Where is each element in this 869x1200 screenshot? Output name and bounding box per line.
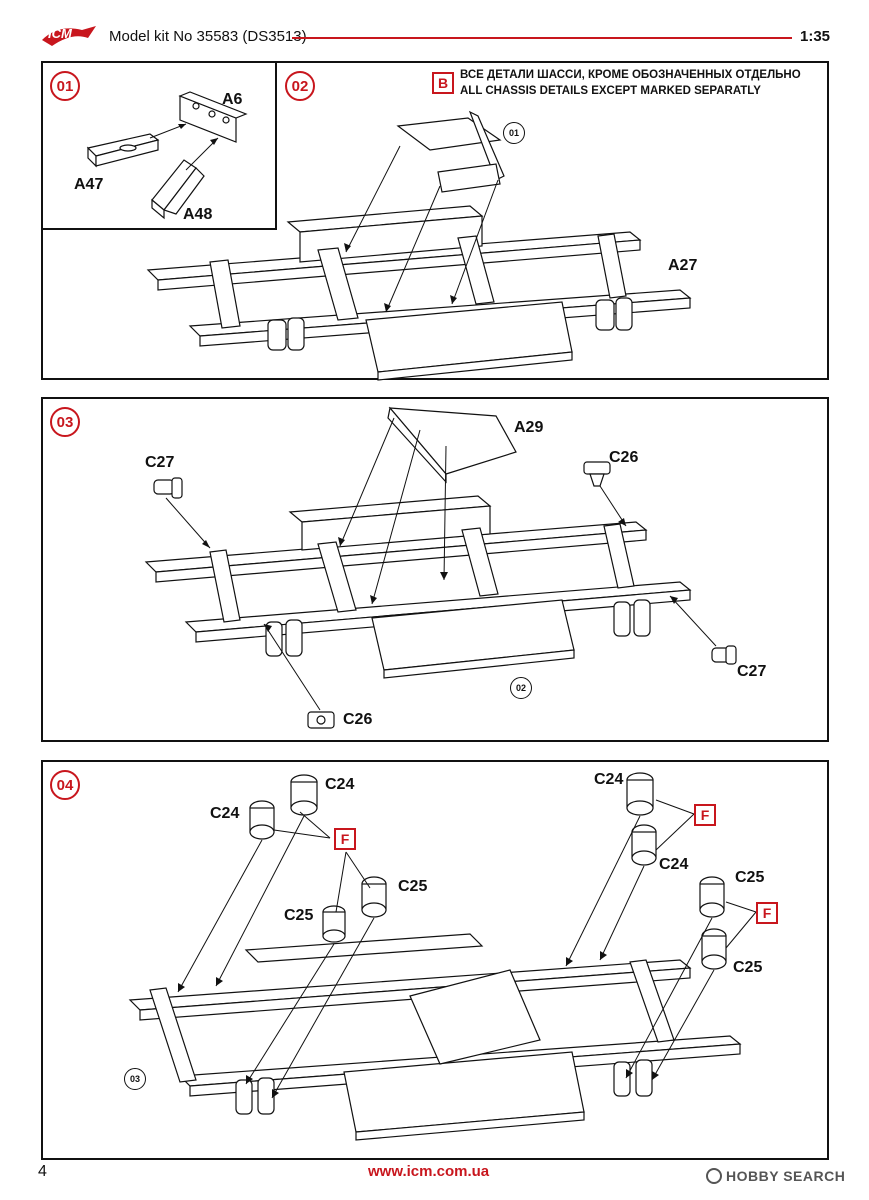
step-03-number: 03 <box>56 413 74 431</box>
part-label-c27-left: C27 <box>145 454 175 471</box>
callout-flag-f-bottom-right-letter: F <box>762 905 772 921</box>
watermark-text: HOBBY SEARCH <box>726 1168 846 1184</box>
step-ref-01-number: 01 <box>508 128 519 138</box>
step-ref-03-number: 03 <box>129 1074 140 1084</box>
callout-flag-f-top-right-letter: F <box>700 807 710 823</box>
part-label-c24-d: C24 <box>659 856 689 873</box>
note-english: ALL CHASSIS DETAILS EXCEPT MARKED SEPARA… <box>460 85 761 97</box>
icm-logo: ICM <box>38 22 100 54</box>
step-04-marker: 04 <box>50 770 80 800</box>
step-02-number: 02 <box>291 77 309 95</box>
part-label-c25-d: C25 <box>733 959 763 976</box>
kit-title: Model kit No 35583 (DS3513) <box>109 28 307 45</box>
step-ref-02: 02 <box>510 677 532 699</box>
part-label-c25-b: C25 <box>284 907 314 924</box>
header: ICM Model kit No 35583 (DS3513) 1:35 <box>0 0 869 60</box>
step-03-marker: 03 <box>50 407 80 437</box>
watermark-logo-icon <box>706 1168 722 1184</box>
page-number: 4 <box>38 1163 47 1180</box>
part-label-c26-bottom: C26 <box>343 711 373 728</box>
part-label-a6: A6 <box>222 91 243 108</box>
callout-flag-f-left: F <box>334 828 356 850</box>
part-label-c24-b: C24 <box>210 805 240 822</box>
logo-text: ICM <box>48 26 72 41</box>
note-russian: ВСЕ ДЕТАЛИ ШАССИ, КРОМЕ ОБОЗНАЧЕННЫХ ОТД… <box>460 69 801 81</box>
part-label-a48: A48 <box>183 206 213 223</box>
step-01-number: 01 <box>56 77 74 95</box>
part-label-a27: A27 <box>668 257 698 274</box>
callout-flag-f-top-right: F <box>694 804 716 826</box>
part-label-c26-top: C26 <box>609 449 639 466</box>
step-ref-01: 01 <box>503 122 525 144</box>
header-rule <box>292 37 792 39</box>
website-link[interactable]: www.icm.com.ua <box>368 1163 490 1180</box>
callout-flag-f-bottom-right: F <box>756 902 778 924</box>
part-label-c25-c: C25 <box>735 869 765 886</box>
callout-flag-f-left-letter: F <box>340 831 350 847</box>
part-label-c25-a: C25 <box>398 878 428 895</box>
part-label-c24-c: C24 <box>594 771 624 788</box>
step-ref-02-number: 02 <box>515 683 526 693</box>
step-01-marker: 01 <box>50 71 80 101</box>
step-ref-03: 03 <box>124 1068 146 1090</box>
panel-step-03 <box>41 397 829 742</box>
step-04-number: 04 <box>56 776 74 794</box>
note-flag-b: B <box>432 72 454 94</box>
scale-label: 1:35 <box>800 28 831 45</box>
note-flag-b-letter: B <box>437 75 449 91</box>
part-label-c24-a: C24 <box>325 776 355 793</box>
part-label-a47: A47 <box>74 176 104 193</box>
part-label-a29: A29 <box>514 419 544 436</box>
watermark: HOBBY SEARCH <box>706 1168 845 1184</box>
part-label-c27-right: C27 <box>737 663 767 680</box>
step-02-marker: 02 <box>285 71 315 101</box>
